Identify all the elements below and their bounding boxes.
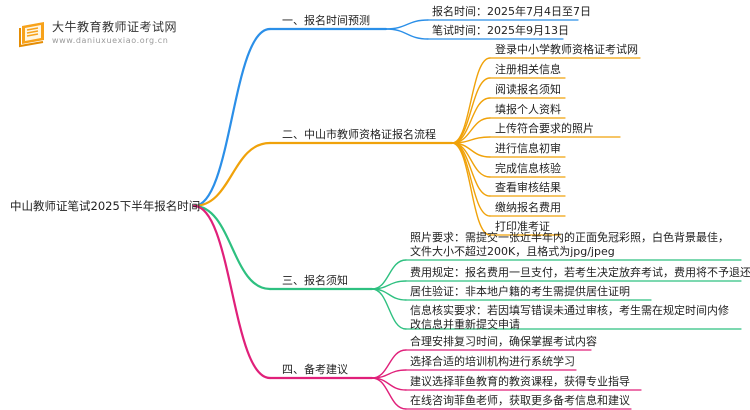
- branch-4-title: 四、备考建议: [282, 363, 348, 376]
- b2-item-9: 缴纳报名费用: [495, 201, 561, 214]
- b1-item-1: 报名时间：2025年7月4日至7日: [432, 5, 591, 18]
- b2-item-6: 进行信息初审: [495, 142, 561, 155]
- b2-item-4: 填报个人资料: [495, 103, 561, 116]
- b4-item-1: 合理安排复习时间，确保掌握考试内容: [410, 335, 597, 348]
- logo-title: 大牛教育教师证考试网: [52, 20, 178, 34]
- branch-1-title: 一、报名时间预测: [282, 14, 370, 27]
- b3-item-1: 照片要求：需提交一张近半年内的正面免冠彩照，白色背景最佳，文件大小不超过200K…: [410, 231, 729, 258]
- logo-url: www.daniuxuexiao.org.cn: [52, 36, 169, 45]
- b1-item-2: 笔试时间：2025年9月13日: [432, 24, 569, 37]
- b2-item-1: 登录中小学教师资格证考试网: [495, 43, 638, 56]
- branch-1-link: [192, 27, 272, 208]
- b4-item-4: 在线咨询菲鱼老师，获取更多备考信息和建议: [410, 394, 630, 407]
- branch-3-child-4-link: [371, 288, 407, 330]
- b3-item-4: 信息核实要求：若因填写错误未通过审核，考生需在规定时间内修改信息并重新提交申请: [410, 304, 729, 331]
- b4-item-3: 建议选择菲鱼教育的教资课程，获得专业指导: [410, 375, 630, 388]
- book-logo-icon: [19, 22, 44, 48]
- branch-3-title: 三、报名须知: [282, 274, 348, 287]
- branch-4-link: [192, 204, 272, 380]
- branch-4-child-4-link: [371, 377, 407, 410]
- b2-item-3: 阅读报名须知: [495, 83, 561, 96]
- b2-item-10: 打印准考证: [495, 220, 550, 233]
- b2-item-8: 查看审核结果: [495, 181, 561, 194]
- branch-3-link: [192, 204, 272, 291]
- site-logo: 大牛教育教师证考试网 www.daniuxuexiao.org.cn: [16, 14, 178, 54]
- b4-item-2: 选择合适的培训机构进行系统学习: [410, 355, 575, 368]
- branch-2-child-1-link: [451, 57, 491, 144]
- b2-item-7: 完成信息核验: [495, 162, 561, 175]
- root-topic: 中山教师证笔试2025下半年报名时间: [10, 199, 201, 213]
- b2-item-2: 注册相关信息: [495, 63, 561, 76]
- branch-2-child-10-link: [451, 142, 491, 236]
- branch-2-title: 二、中山市教师资格证报名流程: [282, 128, 436, 141]
- b3-item-3: 居住验证：非本地户籍的考生需提供居住证明: [410, 285, 630, 298]
- branch-1-child-2-link: [385, 28, 429, 40]
- b3-item-2: 费用规定：报名费用一旦支付，若考生决定放弃考试，费用将不予退还: [410, 266, 750, 279]
- branch-2-link: [192, 141, 272, 208]
- b2-item-5: 上传符合要求的照片: [495, 122, 594, 135]
